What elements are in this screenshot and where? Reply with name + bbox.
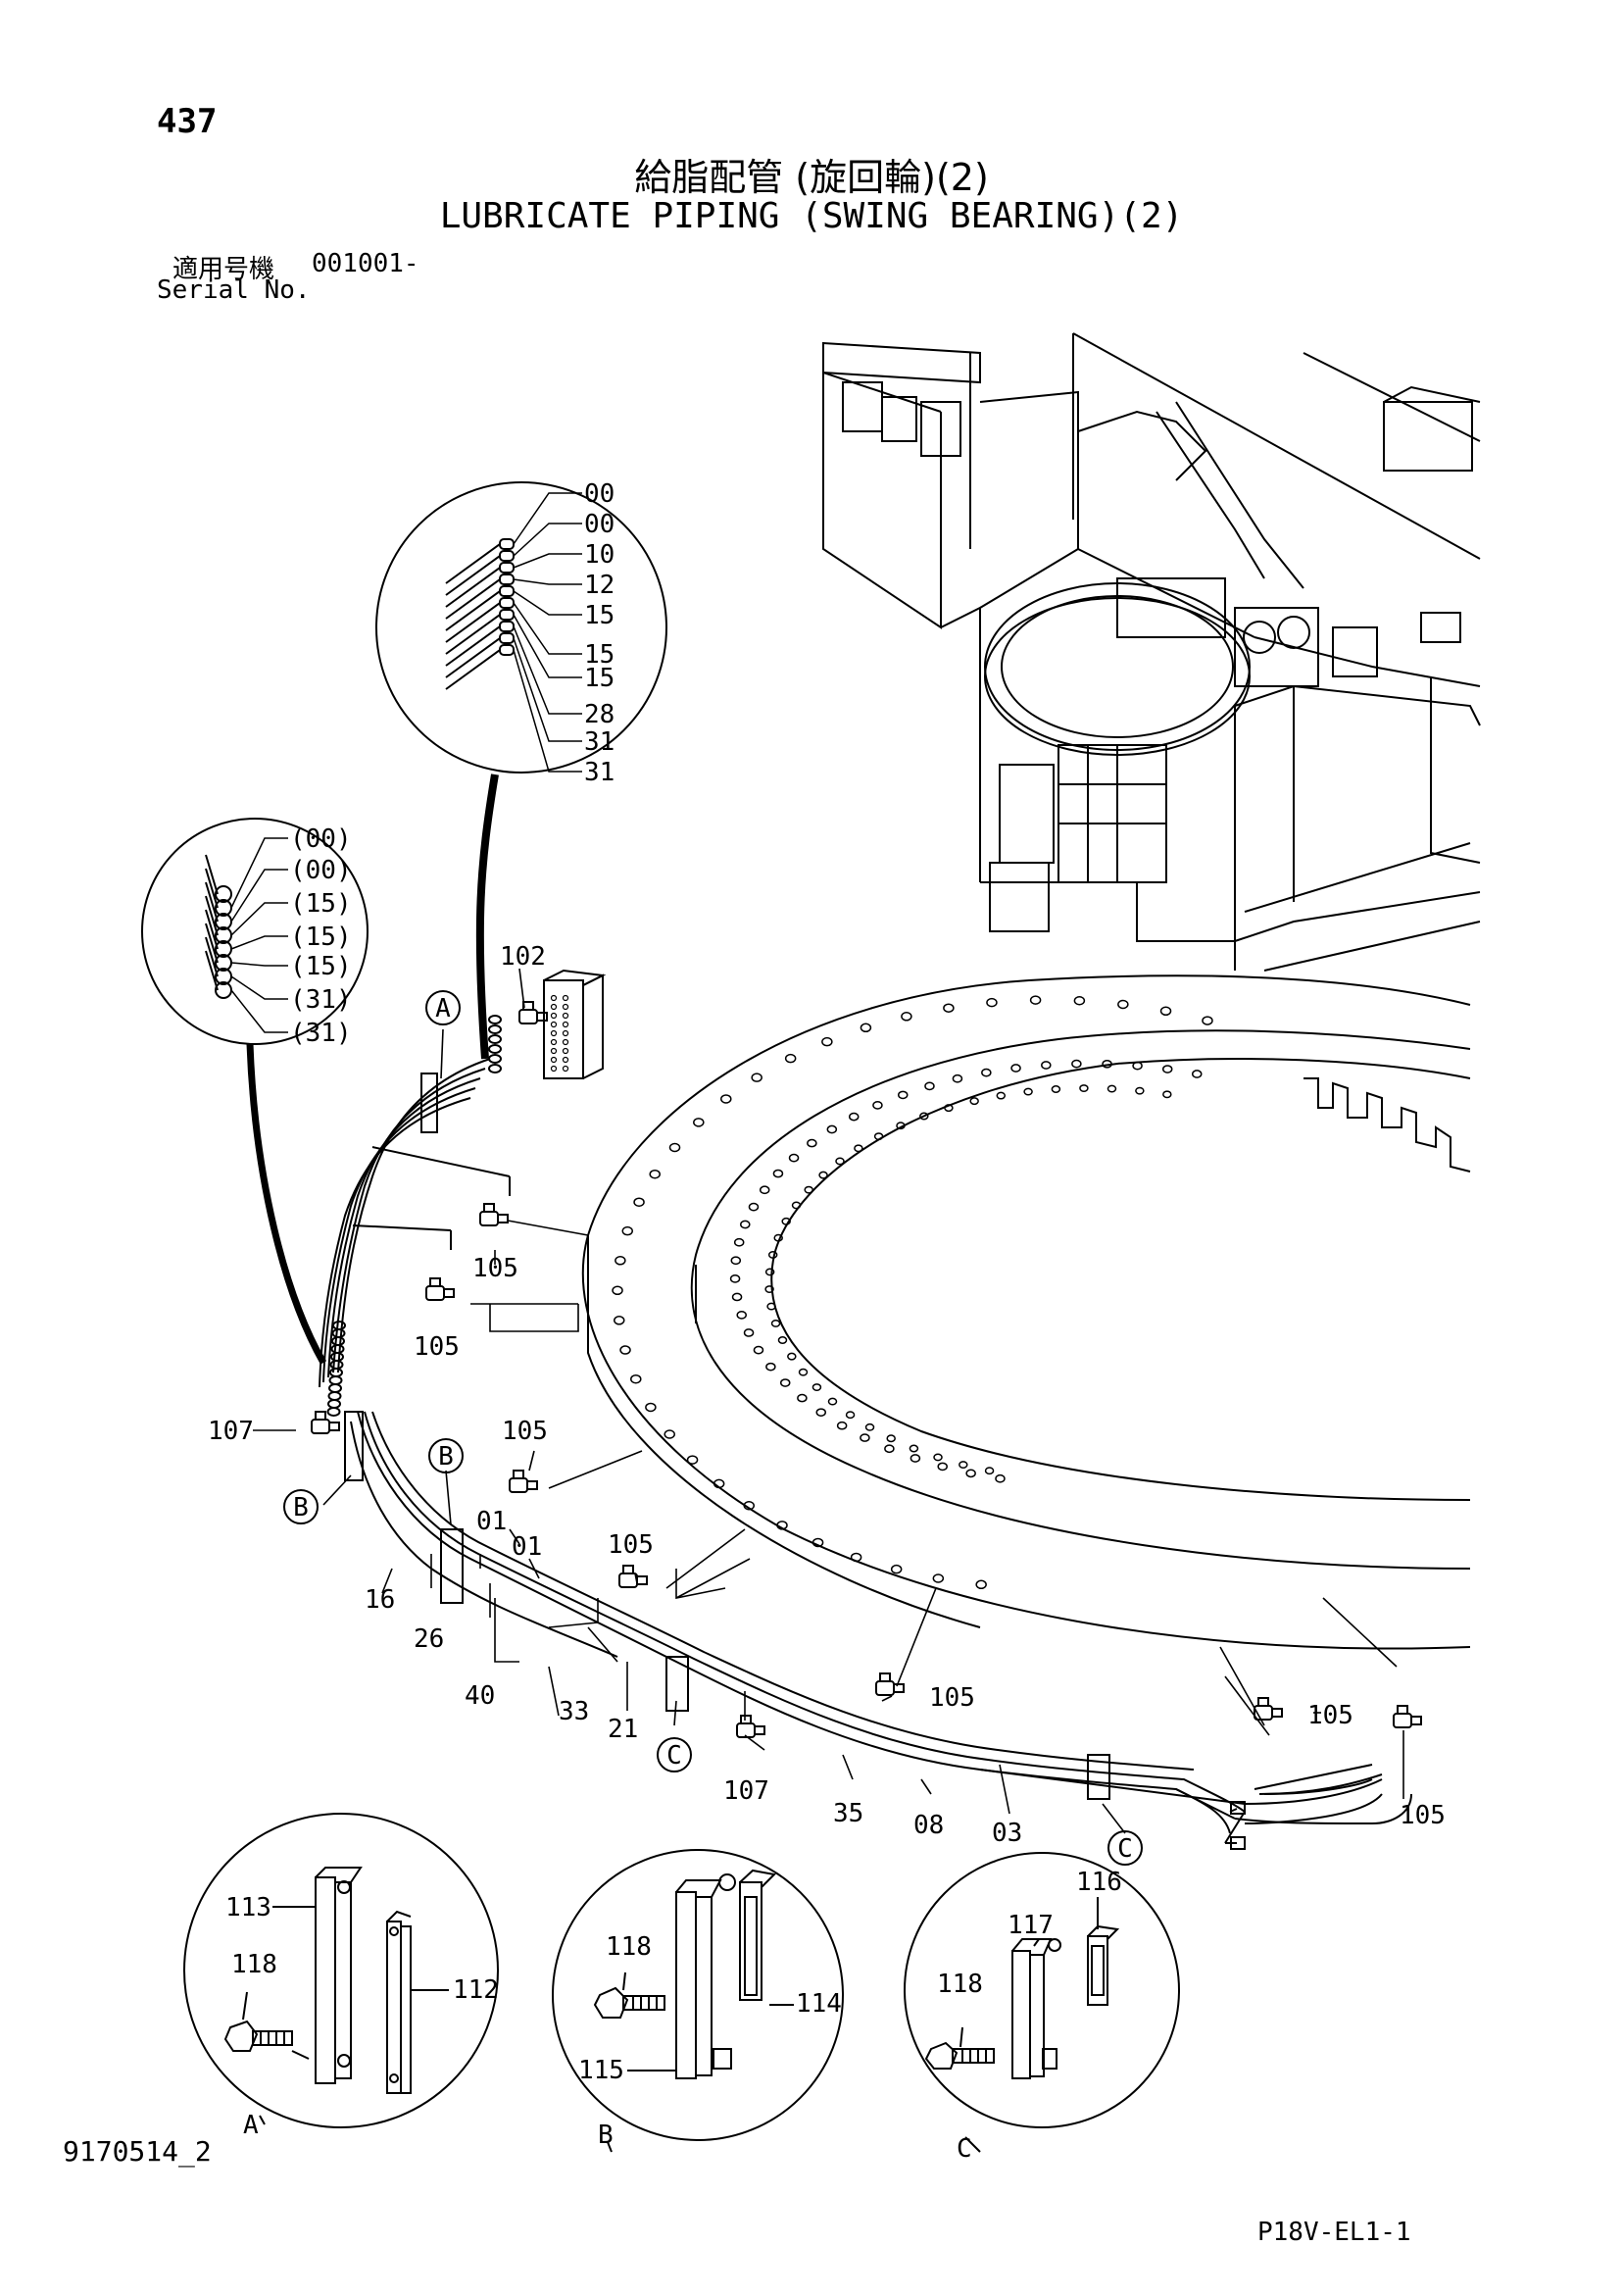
callout-105-b: 105 — [414, 1332, 460, 1362]
detail-b-label: B — [598, 2121, 614, 2150]
left-detail-label-3: (15) — [290, 889, 352, 919]
detail-c-part-118: 118 — [937, 1970, 983, 1999]
callout-40: 40 — [465, 1681, 495, 1711]
upper-detail-label-9: 31 — [584, 727, 615, 757]
detail-c-label: C — [957, 2134, 972, 2164]
callout-107-a: 107 — [208, 1417, 254, 1446]
leader-lines — [253, 968, 1404, 1834]
left-detail-label-4: (15) — [290, 923, 352, 952]
page-title-japanese: 給脂配管 (旋回輪)(2) — [634, 156, 989, 199]
detail-circle-left — [141, 818, 369, 1365]
page-number: 437 — [157, 102, 218, 141]
callout-21: 21 — [608, 1715, 638, 1744]
callout-26: 26 — [414, 1624, 444, 1654]
grease-distribution-block — [543, 969, 607, 1079]
ref-letter-C-2: C — [1117, 1834, 1133, 1864]
upper-detail-label-3: 10 — [584, 540, 615, 570]
ring-bolt-holes — [612, 995, 1213, 1590]
callout-01-a: 01 — [476, 1507, 507, 1536]
ref-letter-B-2: B — [438, 1442, 454, 1472]
upper-detail-label-7: 15 — [584, 664, 615, 693]
detail-c-part-117: 117 — [1008, 1911, 1054, 1940]
detail-c-part-116: 116 — [1076, 1868, 1122, 1897]
callout-107-b: 107 — [723, 1776, 769, 1806]
left-detail-label-6: (31) — [290, 985, 352, 1015]
callout-102: 102 — [500, 942, 546, 972]
callout-01-b: 01 — [512, 1532, 542, 1562]
detail-b-part-115: 115 — [578, 2056, 624, 2085]
callout-105-c: 105 — [502, 1417, 548, 1446]
detail-a-part-118: 118 — [231, 1950, 277, 1979]
callout-16: 16 — [365, 1585, 395, 1615]
drawing-id: 9170514_2 — [63, 2135, 212, 2168]
callout-105-d: 105 — [608, 1530, 654, 1560]
upper-detail-label-2: 00 — [584, 510, 615, 539]
callout-08: 08 — [913, 1811, 944, 1840]
figure-code: P18V-EL1-1 — [1257, 2218, 1411, 2247]
callout-105-g: 105 — [1400, 1801, 1446, 1830]
upper-detail-label-4: 12 — [584, 571, 615, 600]
machine-upper-structure — [822, 332, 1481, 972]
detail-a-part-113: 113 — [225, 1893, 271, 1922]
detail-b-part-118: 118 — [606, 1932, 652, 1962]
callout-105-f: 105 — [1307, 1701, 1353, 1730]
upper-detail-label-1: 00 — [584, 479, 615, 509]
left-detail-label-7: (31) — [290, 1019, 352, 1048]
ref-letter-A: A — [435, 994, 451, 1023]
callout-105-e: 105 — [929, 1683, 975, 1713]
detail-circle-B — [552, 1849, 844, 2153]
left-detail-label-5: (15) — [290, 952, 352, 981]
detail-circle-C — [904, 1852, 1180, 2153]
detail-a-label: A — [243, 2111, 259, 2140]
upper-detail-label-6: 15 — [584, 640, 615, 670]
callout-03: 03 — [992, 1819, 1022, 1848]
upper-detail-label-10: 31 — [584, 758, 615, 787]
ref-letter-B-1: B — [293, 1493, 309, 1522]
callout-33: 33 — [559, 1697, 589, 1726]
detail-a-part-112: 112 — [453, 1975, 499, 2005]
serial-number-value: 001001- — [312, 249, 419, 278]
detail-circle-A — [183, 1813, 499, 2128]
main-pipe-run — [344, 1411, 1412, 1850]
upper-detail-label-8: 28 — [584, 700, 615, 729]
page-title-english: LUBRICATE PIPING (SWING BEARING)(2) — [439, 196, 1184, 236]
left-detail-label-1: (00) — [290, 824, 352, 854]
upper-detail-label-5: 15 — [584, 601, 615, 630]
swing-bearing-ring — [581, 974, 1471, 1650]
callout-105-a: 105 — [472, 1254, 518, 1283]
elbow-fittings — [311, 1001, 1422, 1738]
detail-circle-upper — [375, 481, 667, 1060]
ref-letter-C-1: C — [666, 1741, 682, 1771]
serial-label-japanese: 適用号機 — [172, 255, 275, 284]
detail-b-part-114: 114 — [796, 1989, 842, 2019]
callout-35: 35 — [833, 1799, 863, 1828]
serial-label-english: Serial No. — [157, 275, 311, 305]
left-detail-label-2: (00) — [290, 856, 352, 885]
ref-circles — [283, 990, 1143, 1866]
hose-bundle — [319, 1015, 511, 1417]
